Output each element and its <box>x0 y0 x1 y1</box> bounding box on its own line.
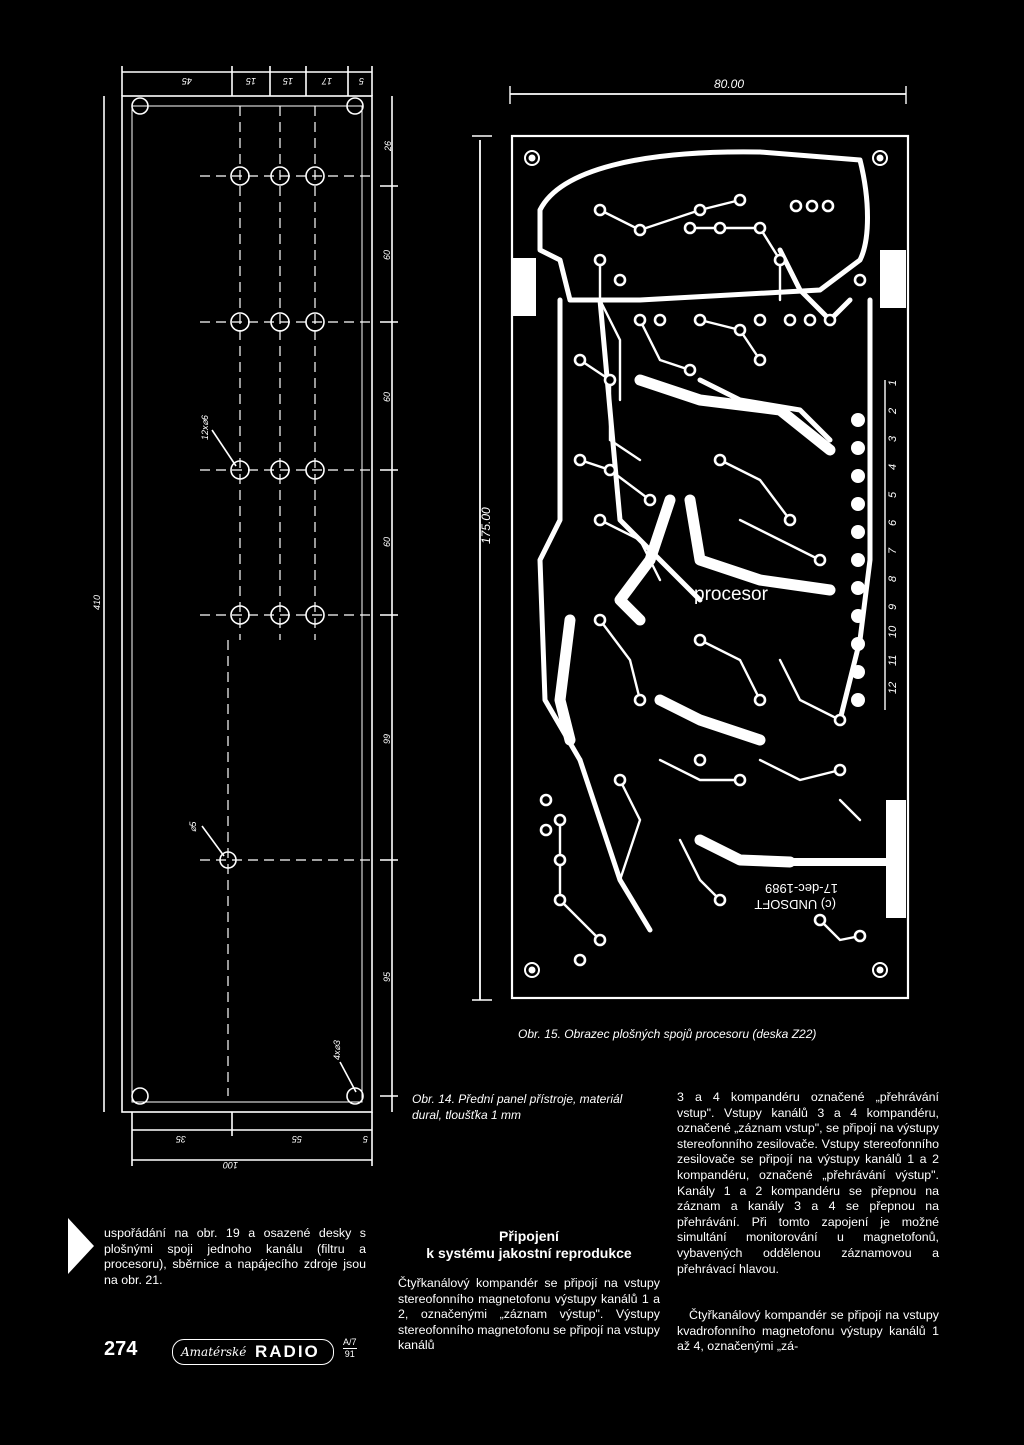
jack-hole-grid <box>219 166 325 869</box>
copyright-line-2: 17-dec-1989 <box>765 881 838 896</box>
copyright-line-1: (c) UNDSOFT <box>754 897 836 912</box>
section-heading: Připojení k systému jakostní reprodukce <box>398 1228 660 1262</box>
pin-label-6: 6 <box>887 519 899 526</box>
figure-14-caption-text: Přední panel přístroje, materiál dural, … <box>412 1092 623 1122</box>
dim-side-1: 26 <box>383 141 393 152</box>
section-heading-line-2: k systému jakostní reprodukce <box>426 1245 632 1261</box>
left-column-text: uspořádání na obr. 19 a osazené desky s … <box>104 1226 366 1287</box>
pin-label-12: 12 <box>887 682 899 694</box>
section-heading-line-1: Připojení <box>499 1228 559 1244</box>
hole-label-12x6: 12x⌀6 <box>200 415 210 440</box>
pin-label-4: 4 <box>887 464 899 470</box>
dim-side-3: 60 <box>382 392 392 402</box>
dim-top-3: 15 <box>282 76 293 86</box>
dim-total-height: 410 <box>92 595 102 610</box>
pcb-height-label: 175.00 <box>479 507 493 544</box>
right-column-paragraph-2: Čtyřkanálový kompandér se připojí na vst… <box>677 1308 939 1354</box>
dim-side-2: 60 <box>382 250 392 260</box>
dim-bottom-total: 100 <box>223 1160 238 1170</box>
dim-side-6: 95 <box>382 971 392 982</box>
pcb-drawing <box>472 86 910 1001</box>
figure-14-caption: Obr. 14. Přední panel přístroje, materiá… <box>412 1091 652 1123</box>
processor-label: procesor <box>694 584 769 605</box>
issue-top: A/7 <box>343 1337 357 1347</box>
pin-label-11: 11 <box>887 655 899 666</box>
pin-label-10: 10 <box>887 625 899 638</box>
pin-label-5: 5 <box>887 491 899 498</box>
pin-label-1: 1 <box>887 380 899 386</box>
page-number: 274 <box>104 1338 138 1360</box>
dim-side-4: 60 <box>382 537 392 547</box>
dim-top-1: 45 <box>181 76 192 86</box>
magazine-logo: Amatérské RADIO <box>172 1339 334 1365</box>
logo-word-text: RADIO <box>255 1342 320 1361</box>
dim-bottom-1: 35 <box>175 1134 186 1144</box>
hole-label-5: ⌀5 <box>188 821 198 832</box>
pcb-outline <box>510 134 910 1000</box>
dim-top-5: 5 <box>358 76 364 86</box>
dim-top-4: 17 <box>321 76 332 86</box>
pcb-width-label: 80.00 <box>714 77 744 91</box>
dim-bottom-2: 55 <box>291 1134 302 1144</box>
logo-script-text: Amatérské <box>181 1345 247 1359</box>
dim-bottom-3: 5 <box>362 1134 368 1144</box>
pin-label-9: 9 <box>887 604 899 610</box>
panel-outline <box>121 95 373 1113</box>
mounting-hole <box>131 1087 149 1105</box>
pin-label-2: 2 <box>887 408 899 415</box>
pin-label-3: 3 <box>887 435 899 442</box>
hole-label-4x3: 4x⌀3 <box>332 1040 342 1060</box>
continuation-arrow-icon <box>68 1218 94 1274</box>
pin-label-7: 7 <box>887 547 899 554</box>
mounting-hole <box>131 97 149 115</box>
figure-14-caption-prefix: Obr. 14. <box>412 1092 455 1106</box>
middle-column-text: Čtyřkanálový kompandér se připojí na vst… <box>398 1276 660 1353</box>
dim-side-5: 99 <box>382 734 392 744</box>
figure-15-caption: Obr. 15. Obrazec plošných spojů procesor… <box>518 1027 817 1041</box>
pin-label-8: 8 <box>887 575 899 582</box>
mounting-hole <box>346 97 364 115</box>
issue-bottom: 91 <box>343 1348 357 1359</box>
dim-top-2: 15 <box>245 76 256 86</box>
mounting-hole <box>346 1087 364 1105</box>
right-column-paragraph-1: 3 a 4 kompandéru označené „přehrávání vs… <box>677 1090 939 1276</box>
issue-number: A/7 91 <box>343 1337 357 1360</box>
